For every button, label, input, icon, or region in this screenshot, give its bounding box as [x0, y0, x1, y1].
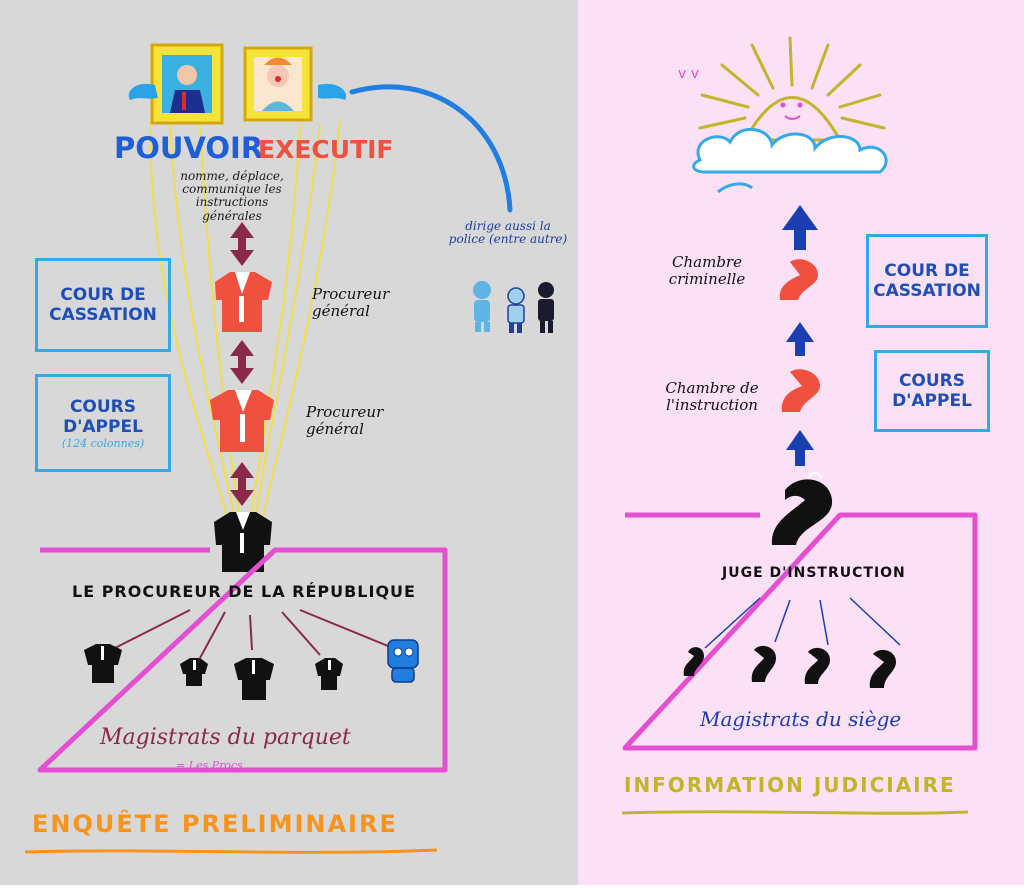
police-arc	[349, 84, 513, 213]
magistrates-parquet-note: = Les Procs	[176, 759, 243, 772]
siege-box	[622, 512, 978, 751]
hierarchy-arrows	[230, 222, 254, 506]
left-footer-underline	[24, 848, 438, 854]
title-executif: EXECUTIF	[258, 135, 394, 164]
footer-left: ENQUÊTE PRELIMINAIRE	[32, 810, 398, 838]
portrait-left-icon	[150, 43, 224, 125]
wing-right-icon	[318, 83, 347, 100]
prosecutor-republic-icon	[214, 512, 272, 572]
court-appel-right-label: COURS D'APPEL	[892, 371, 972, 411]
court-cassation-left: COUR DE CASSATION	[35, 258, 171, 352]
court-appel-left-label: COURS D'APPEL	[63, 396, 143, 437]
role-chambre-criminelle: Chambre criminelle	[668, 253, 746, 288]
sun-rays	[698, 36, 886, 130]
criminal-chamber-icon	[779, 259, 818, 300]
magistrates-siege: Magistrats du siège	[700, 707, 902, 731]
siege-magistrate-icons	[683, 645, 896, 688]
court-cassation-left-label: COUR DE CASSATION	[49, 285, 157, 325]
siege-links	[704, 597, 901, 649]
funnel-lines	[149, 119, 341, 521]
wing-left-icon	[128, 83, 158, 100]
svg-text:v v: v v	[678, 66, 699, 82]
role-chambre-instruction: Chambre de l'instruction	[665, 379, 759, 414]
role-procureur-general-upper: Procureur général	[312, 285, 390, 320]
box-title-right: JUGE D'INSTRUCTION	[722, 565, 906, 581]
parquet-magistrate-icons	[84, 644, 343, 700]
court-appel-right: COURS D'APPEL	[874, 350, 990, 432]
parquet-links	[114, 609, 389, 659]
prosecutor-general-upper-icon	[215, 272, 272, 332]
court-appel-note: (124 colonnes)	[61, 436, 145, 450]
title-pouvoir: POUVOIR	[114, 131, 264, 165]
court-cassation-right-label: COUR DE CASSATION	[873, 261, 981, 301]
parquet-box	[37, 547, 448, 773]
appeal-arrows	[782, 205, 818, 466]
left-panel-bg	[0, 0, 578, 885]
court-cassation-right: COUR DE CASSATION	[866, 234, 988, 328]
investigating-judge-icon	[771, 479, 833, 545]
police-note: dirige aussi la police (entre autre)	[448, 219, 568, 247]
executive-note: nomme, déplace, communique les instructi…	[180, 169, 284, 223]
role-procureur-general-lower: Procureur général	[306, 403, 384, 438]
cloud-icon	[692, 127, 888, 174]
box-title-left: LE PROCUREUR DE LA RÉPUBLIQUE	[72, 582, 416, 601]
instruction-chamber-icon	[781, 369, 820, 412]
right-footer-underline	[621, 810, 969, 815]
police-figures-icon	[473, 281, 554, 333]
magistrates-parquet: Magistrats du parquet	[100, 725, 351, 750]
footer-right: INFORMATION JUDICIAIRE	[624, 773, 956, 797]
prosecutor-general-lower-icon	[210, 390, 274, 452]
portrait-right-icon	[243, 46, 313, 122]
court-appel-left: COURS D'APPEL (124 colonnes)	[35, 374, 171, 472]
prosecutor-character-icon	[387, 639, 419, 683]
